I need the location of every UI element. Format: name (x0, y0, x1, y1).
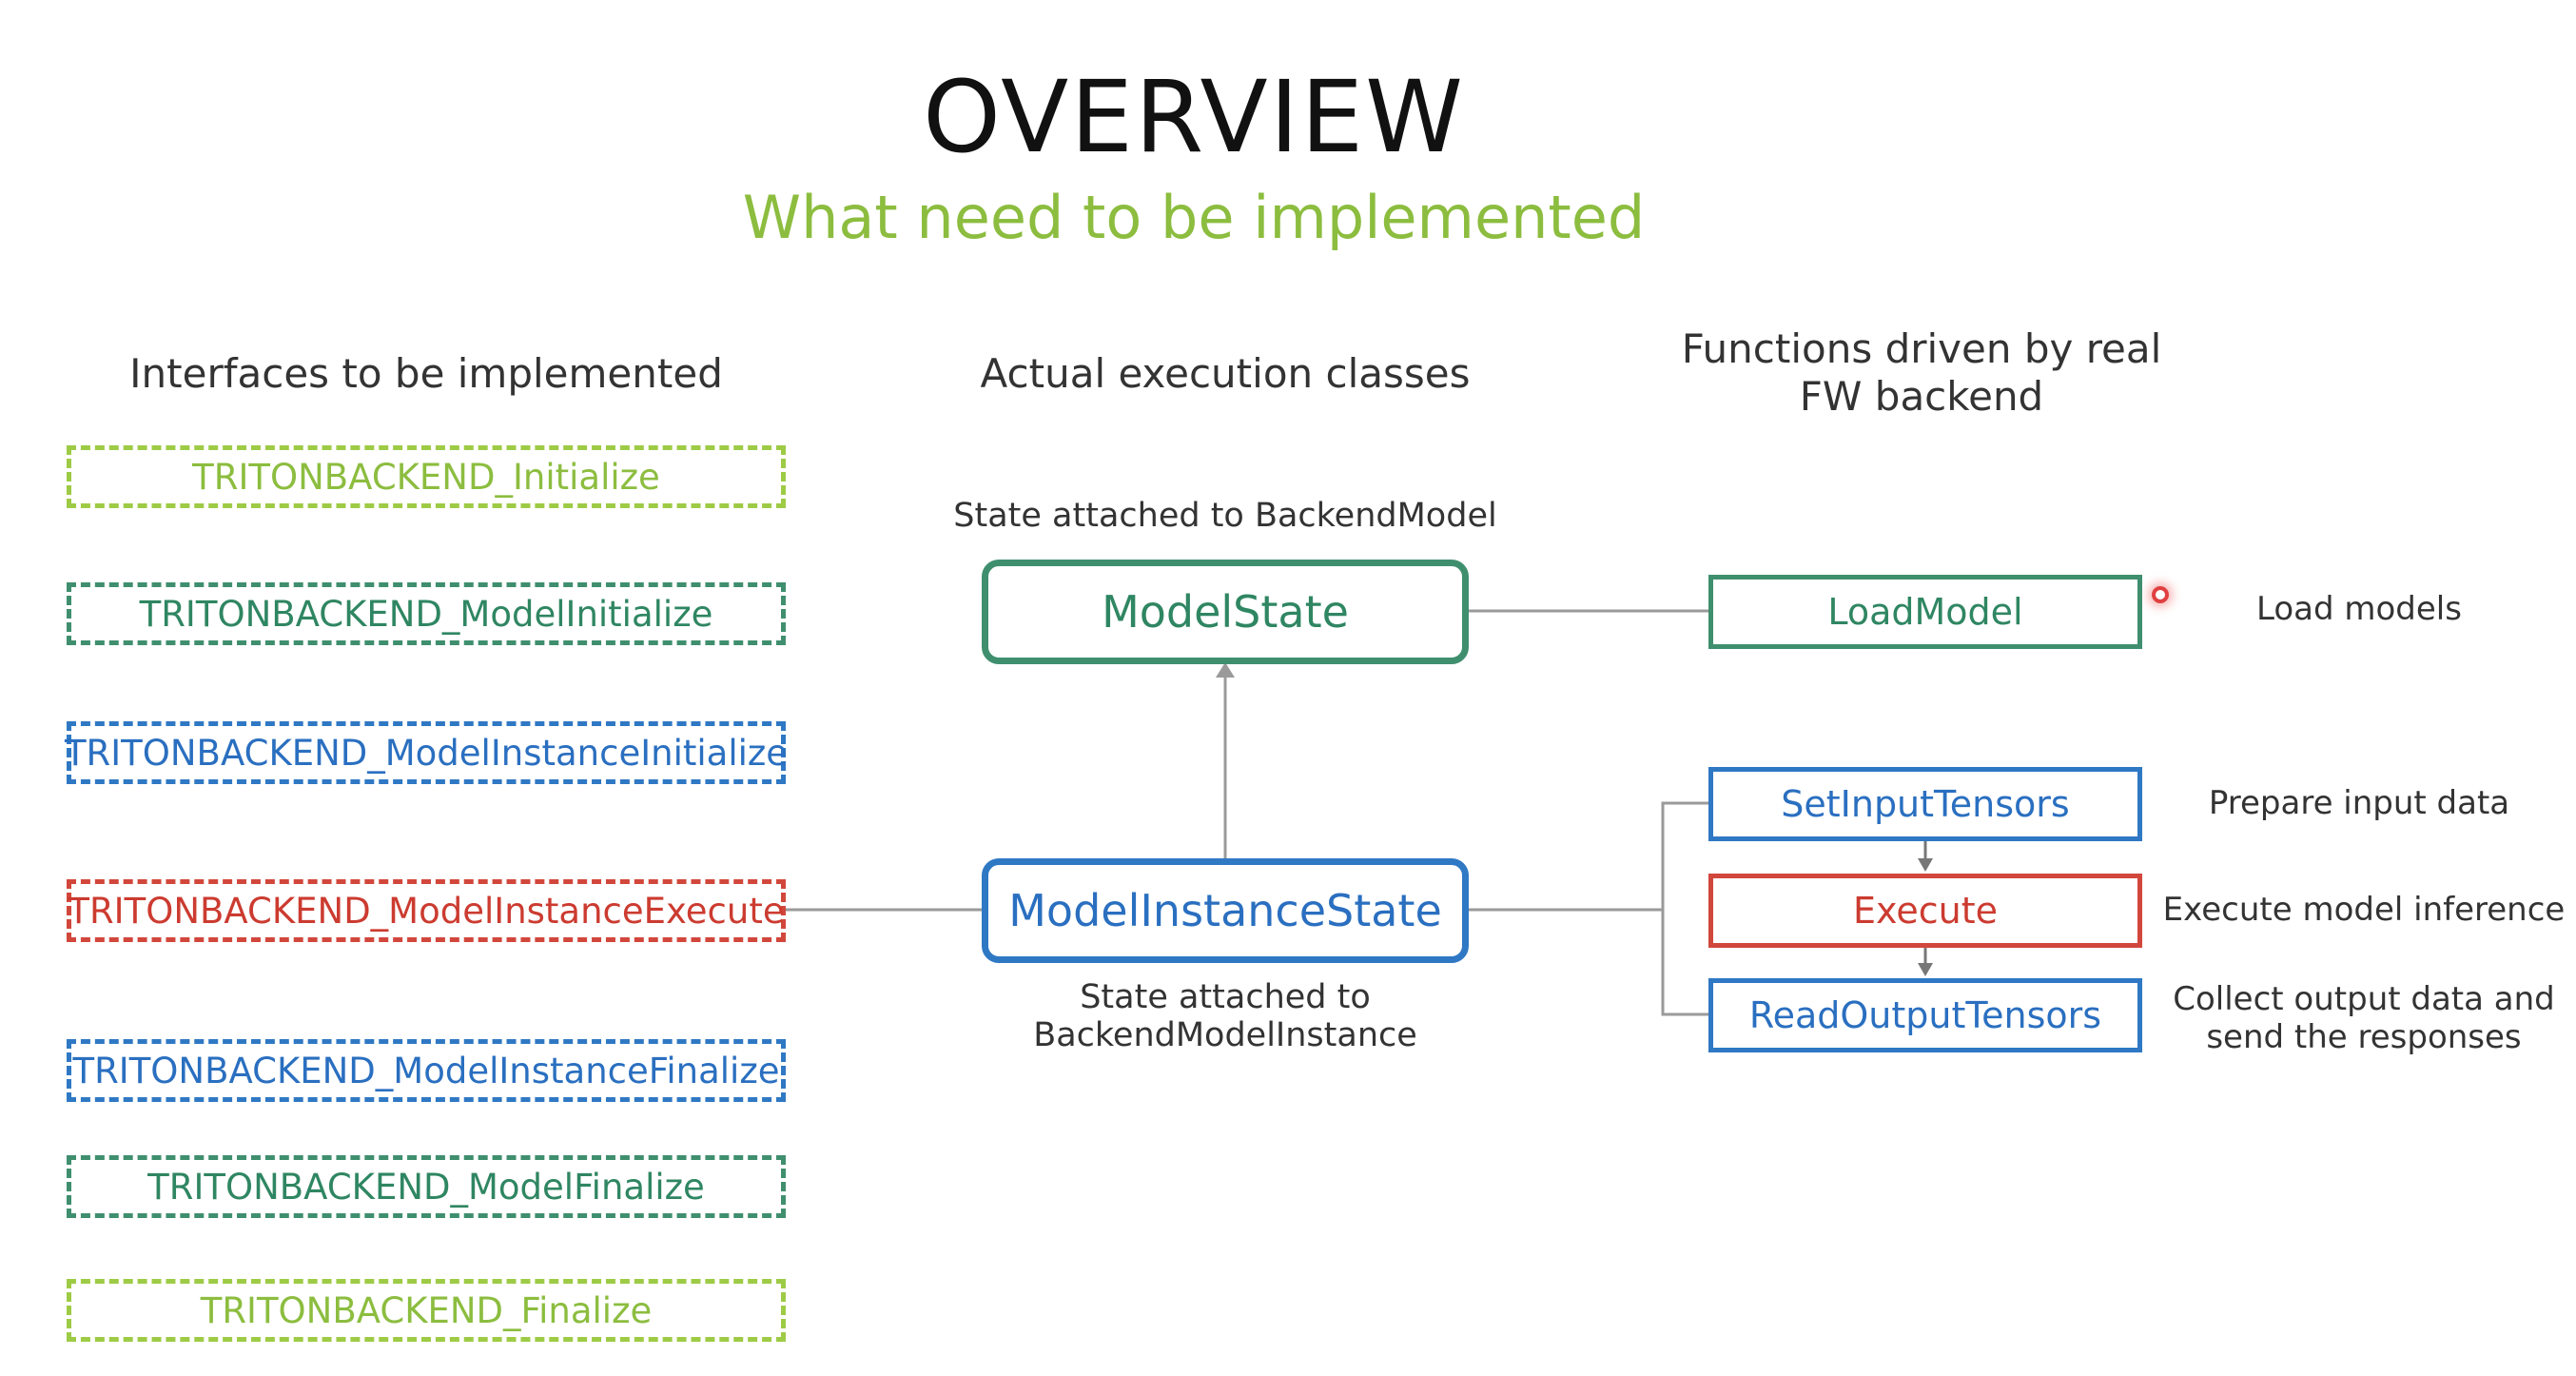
interface-finalize: TRITONBACKEND_Finalize (67, 1279, 786, 1342)
model-instance-state-caption-line2: BackendModelInstance (1033, 1016, 1417, 1054)
interface-model-finalize: TRITONBACKEND_ModelFinalize (67, 1155, 786, 1218)
read-output-tensors-note: Collect output data and send the respons… (2159, 980, 2568, 1056)
interface-model-initialize: TRITONBACKEND_ModelInitialize (67, 582, 786, 645)
functions-header-line2: FW backend (1799, 373, 2044, 420)
set-input-tensors-note: Prepare input data (2208, 784, 2510, 822)
function-load-model: LoadModel (1708, 575, 2142, 649)
model-instance-state-box: ModelInstanceState (982, 858, 1469, 963)
execute-to-readoutput-arrowhead (1918, 963, 1933, 976)
page-subtitle: What need to be implemented (742, 183, 1646, 252)
interfaces-column-header: Interfaces to be implemented (129, 350, 723, 397)
model-state-caption: State attached to BackendModel (953, 497, 1497, 535)
classes-column-header: Actual execution classes (980, 350, 1471, 397)
page-title: OVERVIEW (923, 59, 1465, 175)
read-output-note-line1: Collect output data and (2173, 980, 2555, 1018)
functions-column-header: Functions driven by real FW backend (1617, 325, 2226, 421)
interface-model-instance-execute: TRITONBACKEND_ModelInstanceExecute (67, 879, 786, 942)
instance-to-modelstate-arrowhead (1216, 662, 1235, 678)
interface-model-instance-initialize: TRITONBACKEND_ModelInstanceInitialize (65, 721, 788, 784)
model-instance-state-caption-line1: State attached to (1080, 978, 1371, 1016)
load-model-note: Load models (2256, 590, 2462, 628)
read-output-note-line2: send the responses (2206, 1018, 2522, 1056)
functions-bracket (1661, 801, 1708, 1016)
functions-header-line1: Functions driven by real (1681, 325, 2162, 372)
model-instance-state-caption: State attached to BackendModelInstance (932, 978, 1518, 1054)
pointer-dot-icon (2152, 586, 2169, 603)
function-execute: Execute (1708, 874, 2142, 948)
model-state-box: ModelState (982, 560, 1469, 664)
interface-model-instance-finalize: TRITONBACKEND_ModelInstanceFinalize (67, 1039, 786, 1102)
interface-initialize: TRITONBACKEND_Initialize (67, 445, 786, 508)
function-set-input-tensors: SetInputTensors (1708, 767, 2142, 841)
setinput-to-execute-arrowhead (1918, 858, 1933, 872)
function-read-output-tensors: ReadOutputTensors (1708, 978, 2142, 1052)
execute-note: Execute model inference (2162, 891, 2566, 929)
